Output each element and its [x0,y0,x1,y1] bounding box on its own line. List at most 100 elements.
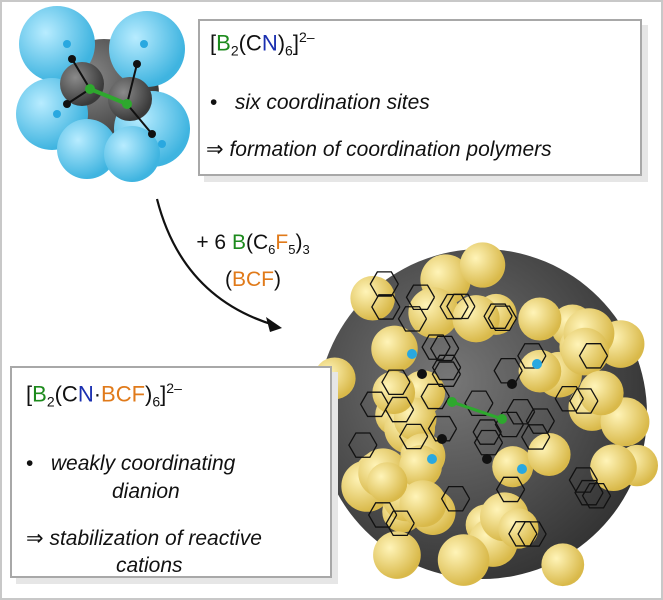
formula-part: [ [26,381,33,407]
atom [407,349,417,359]
nitrogen-label: N [261,30,278,56]
fluorine-sphere [372,371,416,415]
aryl-ring [421,334,451,360]
aryl-ring [473,429,504,456]
atom [482,454,492,464]
fluorine-sphere [459,242,506,288]
formula-subscript: 2 [230,42,239,59]
aryl-ring [348,432,378,458]
fluorine-sphere [527,432,571,476]
aryl-ring [494,411,524,438]
b2cn-bcf6-formula: [B2(CN·BCF)6]2– [26,380,182,410]
fluorine-sphere [399,480,447,528]
aryl-ring [369,271,399,297]
aryl-ring [381,369,411,395]
formula-subscript: 6 [152,393,161,410]
point-text: weakly coordinating [50,452,236,475]
formula-subscript: 2 [46,393,55,410]
fluorine-sphere [371,325,418,373]
reagent-part: (C [245,231,269,254]
atom [437,434,447,444]
aryl-ring [574,479,604,506]
aryl-ring [505,398,536,425]
point-text-continued: dianion [112,480,180,503]
conclusion-text-continued: cations [116,554,183,577]
b2cn6-info-box: [B2(CN)6]2– • six coordination sites ⇒ f… [198,19,642,176]
fluorine-sphere [373,531,421,579]
aryl-ring [405,284,436,311]
aryl-ring [431,354,462,381]
aryl-ring [384,396,415,423]
atom [532,359,542,369]
aryl-ring [581,482,612,509]
b2cn6-space-filling-model [16,6,190,182]
b2cn6-formula: [B2(CN)6]2– [210,29,315,59]
aryl-ring [440,486,471,512]
fluorine-sphere [541,543,585,587]
reaction-arrow [155,198,282,332]
formula-part: ] [292,30,299,56]
aryl-ring [569,388,599,414]
aryl-ring [385,510,415,537]
reagent-part: ) [295,231,303,254]
reagent-subscript: 6 [268,242,276,258]
aryl-ring [371,294,401,320]
bullet-point: • weakly coordinating [26,452,235,476]
conclusion-text: formation of coordination polymers [229,138,552,161]
bcf-label: BCF [232,268,274,292]
boron-label: B [32,381,47,407]
conclusion: ⇒ formation of coordination polymers [206,137,552,162]
reagent-part: + 6 [196,231,232,254]
fluorine-sphere [578,370,624,416]
aryl-ring [439,293,469,320]
fluorine-sphere [350,275,395,321]
formula-part: ] [160,381,167,407]
aryl-ring [464,390,494,416]
atom [517,464,527,474]
fluorine-sphere [498,508,539,549]
reagent-subscript: 5 [288,242,296,258]
fluorine-sphere [590,444,637,491]
b2cn-bcf6-info-box: [B2(CN·BCF)6]2– • weakly coordinating di… [10,366,332,578]
aryl-ring [520,424,551,450]
implies-arrow-icon: ⇒ [206,138,224,161]
atom [427,454,437,464]
reagent-part: ) [274,268,281,292]
bcf-label: BCF [101,381,146,407]
fluorine-sphere [367,462,408,503]
fluorine-label: F [275,231,289,254]
atom [507,379,517,389]
formula-part: [ [210,30,217,56]
b-b-bond [451,400,503,421]
reagent-part: ( [225,268,232,292]
formula-part: ) [277,30,286,56]
fluorine-sphere [452,295,500,343]
aryl-ring [431,361,461,387]
aryl-ring [508,521,538,547]
bullet-icon: • [210,91,218,114]
fluorine-sphere [518,349,562,393]
aryl-ring [525,408,555,434]
bullet-point: • six coordination sites [210,91,430,115]
formula-part: (C [54,381,78,407]
aryl-ring [472,419,502,445]
formula-subscript: 6 [285,42,293,59]
formula-charge: 2– [166,380,182,396]
fluorine-sphere [561,327,609,376]
aryl-ring [483,303,513,329]
aryl-ring [446,293,476,320]
implies-arrow-icon: ⇒ [26,527,44,550]
formula-part: (C [238,30,262,56]
reagent-label: + 6 B(C6F5)3 (BCF) [188,228,318,295]
aryl-ring [420,383,450,410]
aryl-ring [487,305,518,332]
aryl-ring [578,343,609,369]
nitrogen-label: N [77,381,94,407]
aryl-ring [568,467,598,493]
aryl-ring [554,385,584,412]
bullet-icon: • [26,452,34,475]
boron-label: B [216,30,231,56]
formula-part: ) [145,381,153,407]
fluorine-sphere [437,534,490,586]
